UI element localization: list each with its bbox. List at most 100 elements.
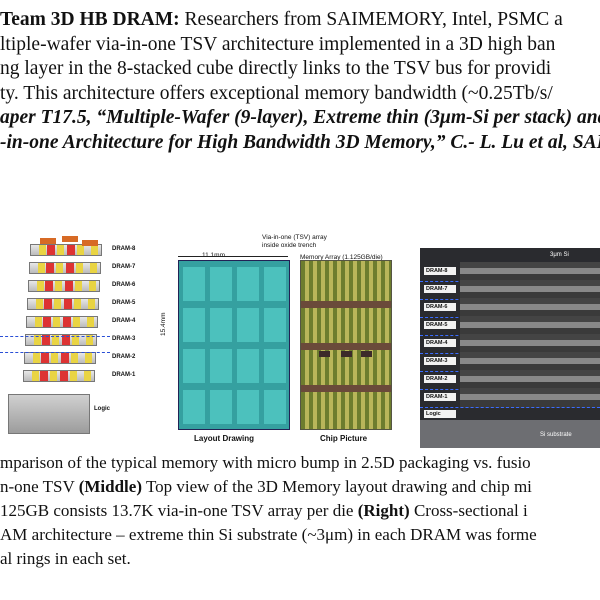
sem-boundary-dash	[420, 407, 600, 408]
para-line: ty. This architecture offers exceptional…	[0, 82, 553, 106]
tsv-pillar	[84, 371, 91, 381]
dram-label: DRAM-5	[112, 300, 136, 306]
para-line: -in-one Architecture for High Bandwidth …	[0, 131, 600, 155]
text-segment: ltiple-wafer via-in-one TSV architecture…	[0, 33, 556, 55]
tsv-pillar	[34, 335, 41, 345]
bond-pad	[47, 245, 55, 255]
sem-layer-band	[460, 352, 600, 372]
sem-dram-row: DRAM-8	[420, 262, 600, 282]
tsv-pillar	[88, 299, 95, 309]
tsv-pillar	[74, 299, 81, 309]
memory-array-block	[264, 390, 286, 424]
sem-dram-label: DRAM-1	[424, 393, 456, 401]
bond-pad	[64, 299, 72, 309]
tsv-pillar	[57, 245, 64, 255]
tsv-pillar	[56, 263, 63, 273]
tsv-cluster	[319, 351, 330, 357]
tsv-pillar	[70, 371, 77, 381]
sem-layer-band	[460, 334, 600, 354]
bond-pad	[43, 317, 51, 327]
sem-dram-label: DRAM-3	[424, 357, 456, 365]
bond-pad	[65, 281, 73, 291]
tsv-pillar	[85, 353, 92, 363]
sem-dram-row: DRAM-4	[420, 334, 600, 354]
memory-array-block	[210, 349, 232, 383]
sem-dram-label: DRAM-8	[424, 267, 456, 275]
tsv-pillar	[51, 353, 58, 363]
caption-line: AM architecture – extreme thin Si substr…	[0, 524, 537, 546]
dram-layer	[26, 316, 98, 328]
para-line: Team 3D HB DRAM: Researchers from SAIMEM…	[0, 8, 563, 32]
dram-label: DRAM-8	[112, 246, 136, 252]
tsv-pillar	[89, 281, 96, 291]
text-segment: (Right)	[357, 501, 410, 520]
text-segment: -in-one Architecture for High Bandwidth …	[0, 131, 600, 153]
tsv-cluster	[341, 351, 352, 357]
si-thickness-label: 3μm Si	[550, 252, 569, 258]
memory-array-block	[237, 308, 259, 342]
tsv-pillar	[36, 299, 43, 309]
tsv-pillar	[77, 245, 84, 255]
tsv-callout-label-1: Via-in-one (TSV) array	[262, 234, 327, 241]
memory-array-block	[210, 308, 232, 342]
memory-array-block	[264, 349, 286, 383]
sem-dram-row: DRAM-3	[420, 352, 600, 372]
tsv-pillar	[91, 245, 98, 255]
memory-array-block	[183, 349, 205, 383]
memory-array-block	[237, 267, 259, 301]
dram-layer	[27, 298, 99, 310]
sem-dram-row: DRAM-2	[420, 370, 600, 390]
bond-pad	[40, 371, 48, 381]
bond-pad	[60, 371, 68, 381]
bond-pad	[66, 263, 74, 273]
dram-layer	[29, 262, 101, 274]
sem-dram-row: DRAM-7	[420, 280, 600, 300]
dram-layer	[24, 352, 96, 364]
tsv-pillar	[55, 281, 62, 291]
bond-pad	[45, 281, 53, 291]
memory-array-block	[237, 390, 259, 424]
text-segment: AM architecture – extreme thin Si substr…	[0, 525, 537, 544]
tsv-pillar	[50, 371, 57, 381]
text-segment: mparison of the typical memory with micr…	[0, 453, 531, 472]
tsv-pillar	[76, 263, 83, 273]
layout-and-chip-panel: 11.1mm Via-in-one (TSV) array inside oxi…	[150, 224, 410, 450]
dram-label: DRAM-4	[112, 318, 136, 324]
si-substrate-label: Si substrate	[540, 432, 572, 438]
bond-pad	[44, 299, 52, 309]
memory-array-block	[210, 267, 232, 301]
tsv-callout-label-2: inside oxide trench	[262, 242, 317, 249]
tsv-pillar	[53, 317, 60, 327]
caption-line: mparison of the typical memory with micr…	[0, 452, 531, 474]
text-segment: 125GB consists 13.7K via-in-one TSV arra…	[0, 501, 358, 520]
sem-dram-label: DRAM-7	[424, 285, 456, 293]
memory-array-block	[264, 308, 286, 342]
sem-dram-label: DRAM-4	[424, 339, 456, 347]
logic-die	[8, 394, 90, 434]
dram-layer	[28, 280, 100, 292]
sem-logic-label: Logic	[424, 410, 456, 418]
height-dimension-label: 15.4mm	[160, 312, 167, 336]
memory-array-label: Memory Array (1.125GB/die)	[300, 254, 383, 261]
text-segment: Top view of the 3D Memory layout drawing…	[142, 477, 532, 496]
sem-layer-band	[460, 298, 600, 318]
text-segment: ty. This architecture offers exceptional…	[0, 82, 553, 104]
tsv-trench-band	[301, 301, 391, 308]
tsv-pillar	[86, 335, 93, 345]
para-line: ng layer in the 8-stacked cube directly …	[0, 57, 551, 81]
bond-pad	[61, 353, 69, 363]
dram-label: DRAM-6	[112, 282, 136, 288]
top-chip	[62, 236, 78, 242]
sem-layer-band	[460, 280, 600, 300]
tsv-pillar	[54, 299, 61, 309]
highlight-dash	[0, 352, 110, 353]
text-segment: ng layer in the 8-stacked cube directly …	[0, 58, 552, 79]
width-dimension-label: 11.1mm	[202, 252, 225, 259]
bond-pad	[67, 245, 75, 255]
tsv-pillar	[39, 245, 46, 255]
chip-picture-caption: Chip Picture	[320, 434, 368, 443]
bond-pad	[42, 335, 50, 345]
tsv-cluster	[361, 351, 372, 357]
tsv-pillar	[37, 281, 44, 291]
